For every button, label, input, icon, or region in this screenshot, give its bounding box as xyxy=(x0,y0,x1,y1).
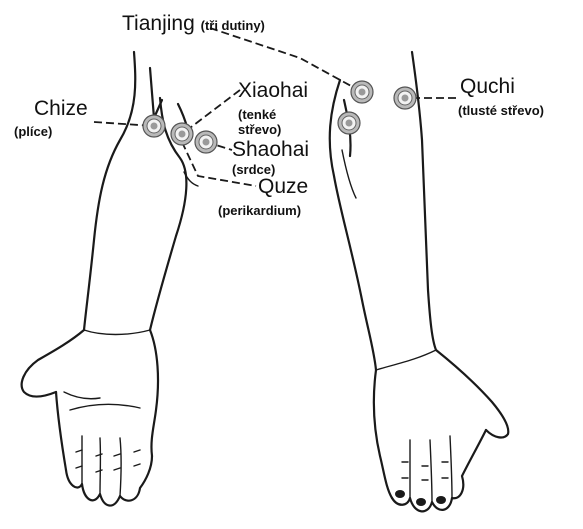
acupoint-quchi xyxy=(394,87,416,109)
acupoint-tianjing xyxy=(351,81,373,103)
tianjing-label: Tianjing (tři dutiny) xyxy=(122,13,265,34)
acupoint-xiaohai xyxy=(171,123,193,145)
tianjing-note: (tři dutiny) xyxy=(201,18,265,33)
xiaohai-name: Xiaohai xyxy=(238,80,308,101)
left-arm-drawing xyxy=(22,52,198,506)
quchi-note: (tlusté střevo) xyxy=(458,104,544,117)
quze-note: (perikardium) xyxy=(218,204,301,217)
acupoint-quze xyxy=(338,112,360,134)
shaohai-name: Shaohai xyxy=(232,139,309,160)
acupoint-chize xyxy=(143,115,165,137)
tianjing-name: Tianjing xyxy=(122,12,195,35)
chize-name: Chize xyxy=(34,98,88,119)
xiaohai-note-line2: střevo) xyxy=(238,123,281,136)
quze-name: Quze xyxy=(258,176,308,197)
chize-note: (plíce) xyxy=(14,125,52,138)
xiaohai-note-line1: (tenké xyxy=(238,108,276,121)
quchi-name: Quchi xyxy=(460,76,515,97)
acupoint-shaohai xyxy=(195,131,217,153)
